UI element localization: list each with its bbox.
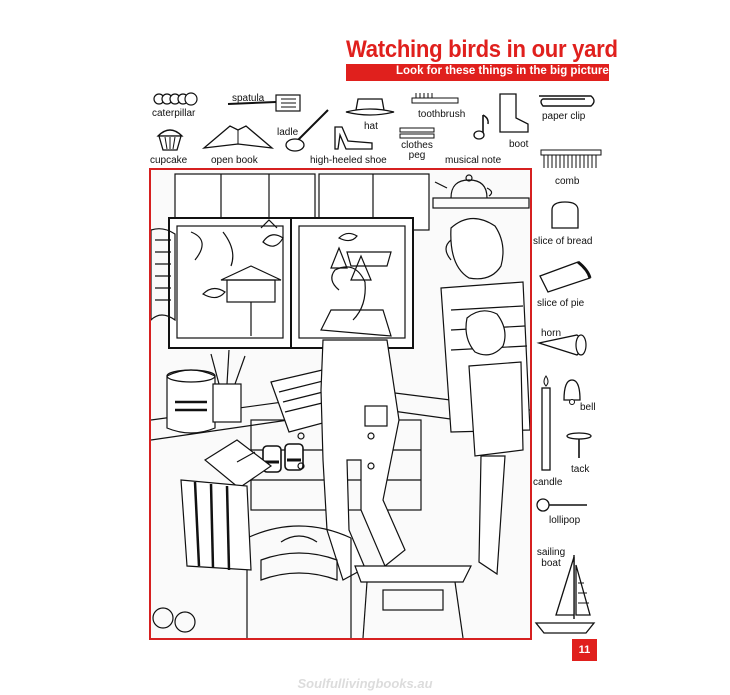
main-scene-picture (149, 168, 532, 640)
musical-note-icon (473, 114, 489, 140)
sailing-boat-icon (534, 555, 596, 634)
ladle-label: ladle (277, 127, 299, 138)
clothes-peg-label: clothes peg (401, 140, 433, 161)
paper-clip-icon (539, 95, 595, 107)
lollipop-label: lollipop (549, 515, 581, 526)
page-number: 11 (572, 639, 597, 661)
lollipop-icon (536, 498, 587, 512)
horn-label: horn (541, 328, 562, 339)
paper-clip-label: paper clip (542, 111, 586, 122)
candle-icon (541, 375, 551, 471)
sailing-boat-label: sailing boat (536, 547, 566, 569)
cupcake-label: cupcake (150, 155, 188, 166)
page-title: Watching birds in our yard (346, 36, 618, 63)
slice-of-bread-label: slice of bread (533, 236, 593, 247)
clothes-peg-icon (399, 127, 435, 139)
kitchen-scene-illustration (151, 173, 530, 638)
slice-of-pie-label: slice of pie (537, 298, 585, 309)
watermark: Soulfullivingbooks.au (297, 676, 433, 691)
horn-icon (536, 334, 587, 356)
boot-label: boot (509, 139, 529, 150)
cupcake-icon (156, 129, 184, 151)
hat-label: hat (364, 121, 378, 132)
open-book-icon (201, 125, 275, 149)
toothbrush-label: toothbrush (418, 109, 466, 120)
musical-note-label: musical note (445, 155, 502, 166)
tack-label: tack (571, 464, 590, 475)
comb-icon (540, 149, 602, 168)
caterpillar-label: caterpillar (152, 108, 196, 119)
comb-label: comb (555, 176, 580, 187)
spatula-icon (227, 94, 301, 112)
hat-icon (345, 98, 395, 116)
caterpillar-icon (153, 92, 198, 106)
high-heeled-shoe-label: high-heeled shoe (310, 155, 387, 166)
toothbrush-icon (411, 93, 459, 104)
spatula-label: spatula (232, 93, 265, 104)
slice-of-bread-icon (551, 201, 579, 229)
slice-of-pie-icon (539, 260, 592, 293)
bell-label: bell (580, 402, 596, 413)
subtitle-banner (346, 64, 609, 81)
ladle-icon (285, 109, 329, 152)
bell-icon (563, 379, 581, 405)
candle-label: candle (533, 477, 563, 488)
open-book-label: open book (211, 155, 258, 166)
tack-icon (566, 432, 592, 458)
page-subtitle: Look for these things in the big picture… (396, 65, 612, 77)
high-heeled-shoe-icon (334, 126, 373, 150)
boot-icon (499, 93, 529, 133)
